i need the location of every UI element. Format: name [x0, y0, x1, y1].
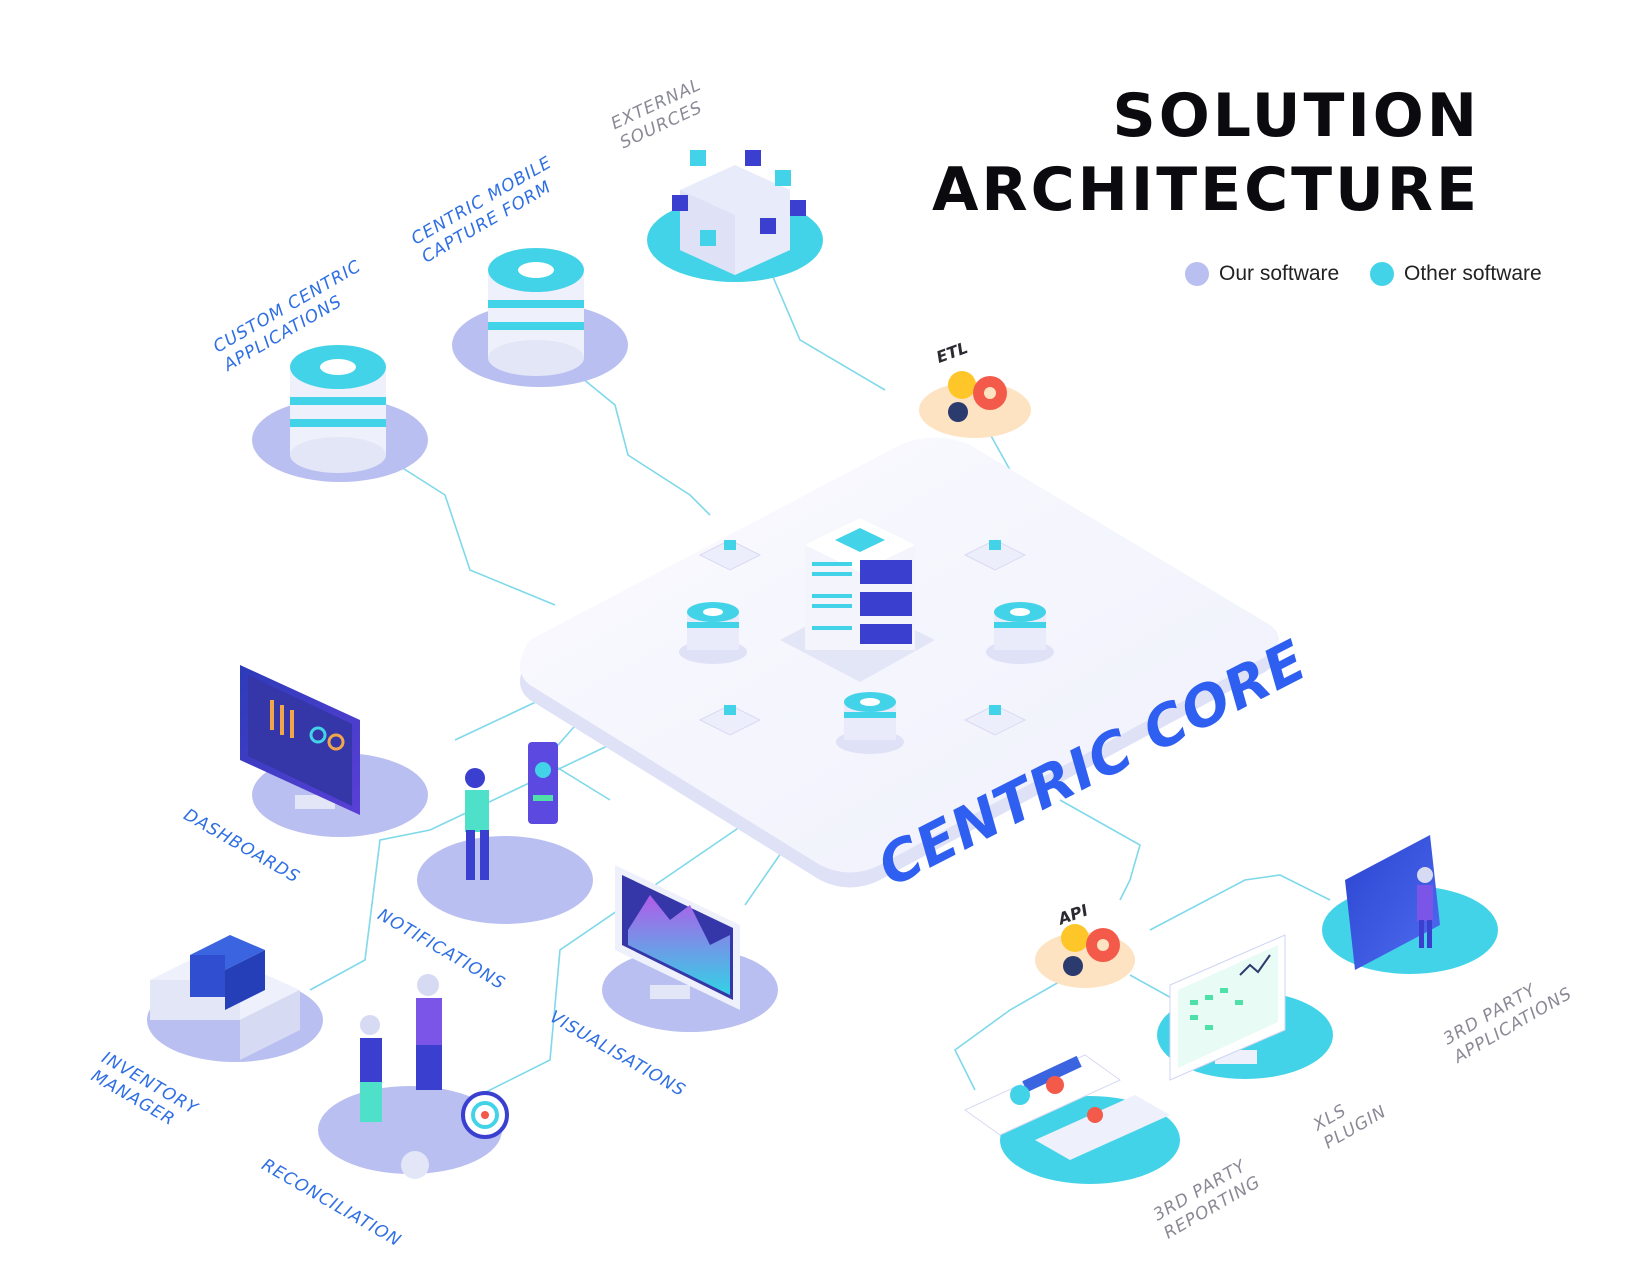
etl-gears-node — [919, 371, 1031, 438]
core-database-bottom-icon — [836, 692, 904, 754]
reconciliation-node — [318, 974, 509, 1179]
line-external-to-etl — [769, 269, 886, 391]
core-node-cubes — [724, 540, 1001, 715]
notifications-node — [417, 742, 593, 924]
legend-label-other-software: Other software — [1404, 262, 1542, 285]
line-core-to-dashboards — [454, 699, 541, 741]
api-gears-node — [1035, 924, 1135, 988]
external-sources-node — [647, 150, 823, 282]
core-node-pads — [698, 539, 1027, 736]
third-party-reporting-node — [964, 1054, 1180, 1184]
core-server-stack-icon — [780, 518, 935, 682]
diagram-title-line1: SOLUTION — [1112, 81, 1480, 151]
line-api-to-reporting — [953, 969, 1081, 1091]
line-custom-to-core — [389, 459, 556, 606]
dashboards-node — [240, 665, 428, 837]
inventory-manager-node — [147, 935, 323, 1062]
core-database-right-icon — [986, 602, 1054, 664]
legend-other-software: Other software — [1370, 262, 1542, 286]
line-core-to-api — [1059, 799, 1141, 901]
line-mobile-to-core — [559, 359, 711, 516]
legend-our-software: Our software — [1185, 262, 1339, 286]
legend-swatch-other-software — [1370, 262, 1394, 286]
connector-lines — [309, 269, 1331, 1101]
legend-label-our-software: Our software — [1219, 262, 1340, 285]
third-party-apps-node — [1322, 835, 1498, 974]
visualisations-node — [602, 865, 778, 1032]
custom-applications-node — [252, 345, 428, 482]
line-api-to-apps — [1149, 874, 1331, 931]
line-core-to-inventory — [309, 739, 621, 991]
line-api-to-xls — [1129, 974, 1176, 1001]
legend-swatch-our-software — [1185, 262, 1209, 286]
diagram-title-line2: ARCHITECTURE — [932, 155, 1480, 225]
centric-core-platform — [520, 437, 1279, 888]
xls-plugin-node — [1157, 934, 1333, 1081]
core-database-left-icon — [679, 602, 747, 664]
mobile-capture-node — [452, 248, 628, 387]
